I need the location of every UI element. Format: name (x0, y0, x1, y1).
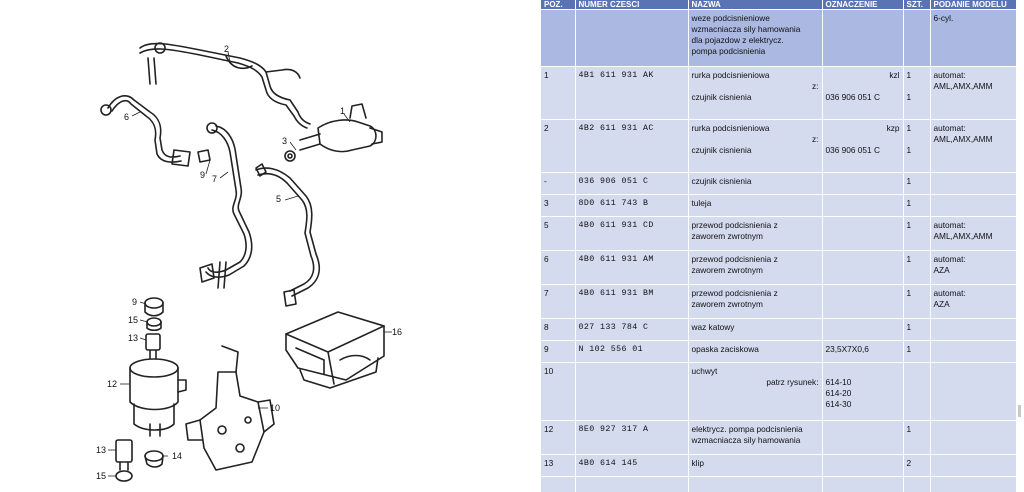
callout-5: 5 (276, 194, 281, 204)
header-designation: OZNACZENIE (822, 0, 904, 10)
callout-14: 14 (172, 451, 182, 461)
header-name: NAZWA (688, 0, 823, 10)
callout-16: 16 (392, 327, 402, 337)
see-drawing-link[interactable]: 614-10 (825, 377, 852, 387)
callout-12: 12 (107, 379, 117, 389)
table-row[interactable]: 1 4B1 611 931 AK rurka podcisnieniowa z:… (541, 66, 1016, 120)
table-row[interactable]: - 036 906 051 C czujnik cisnienia 1 (541, 172, 1016, 195)
callout-9b: 9 (132, 297, 137, 307)
callout-6: 6 (124, 112, 129, 122)
callout-13a: 13 (128, 333, 138, 343)
table-row[interactable]: 13 4B0 614 145 klip 2 (541, 454, 1016, 477)
header-qty: SZT. (903, 0, 931, 10)
header-poz: POZ. (541, 0, 576, 10)
table-header-row: POZ. NUMER CZESCI NAZWA OZNACZENIE SZT. … (541, 0, 1016, 10)
table-row[interactable]: 3 8D0 611 743 B tuleja 1 (541, 194, 1016, 217)
scrollbar-thumb[interactable] (1018, 405, 1021, 417)
exploded-parts-diagram: 2 1 3 5 6 7 9 9 10 12 13 13 14 15 15 16 (96, 42, 402, 482)
table-row[interactable]: 5 4B0 611 931 CD przewod podcisnienia z … (541, 216, 1016, 251)
table-row[interactable]: 12 8E0 927 317 A elektrycz. pompa podcis… (541, 420, 1016, 455)
see-drawing-link[interactable]: 614-30 (825, 399, 852, 409)
callout-1: 1 (340, 106, 345, 116)
table-row[interactable]: 2 4B2 611 931 AC rurka podcisnieniowa z:… (541, 119, 1016, 173)
parts-list-table: POZ. NUMER CZESCI NAZWA OZNACZENIE SZT. … (541, 0, 1016, 492)
callout-2: 2 (224, 44, 229, 54)
header-part-number: NUMER CZESCI (575, 0, 689, 10)
table-row[interactable]: 6 4B0 611 931 AM przewod podcisnienia z … (541, 250, 1016, 285)
table-intro-row: weze podcisnieniowe wzmacniacza sily ham… (541, 9, 1016, 67)
scrollbar[interactable] (1016, 0, 1024, 492)
table-row[interactable]: 7 4B0 611 931 BM przewod podcisnienia z … (541, 284, 1016, 319)
callout-3: 3 (282, 136, 287, 146)
table-row[interactable] (541, 476, 1016, 492)
table-row[interactable]: 9 N 102 556 01 opaska zaciskowa 23,5X7X0… (541, 340, 1016, 363)
callout-15b: 15 (96, 471, 106, 481)
callout-9a: 9 (200, 170, 205, 180)
callout-7: 7 (212, 174, 217, 184)
table-row[interactable]: 10 uchwyt patrz rysunek: 614-10 614-20 6… (541, 362, 1016, 421)
header-model: PODANIE MODELU (930, 0, 1016, 10)
table-row[interactable]: 8 027 133 784 C waz katowy 1 (541, 318, 1016, 341)
callout-15a: 15 (128, 315, 138, 325)
callout-13b: 13 (96, 445, 106, 455)
see-drawing-label: patrz rysunek: (766, 377, 819, 387)
callout-10: 10 (270, 403, 280, 413)
see-drawing-link[interactable]: 614-20 (825, 388, 852, 398)
